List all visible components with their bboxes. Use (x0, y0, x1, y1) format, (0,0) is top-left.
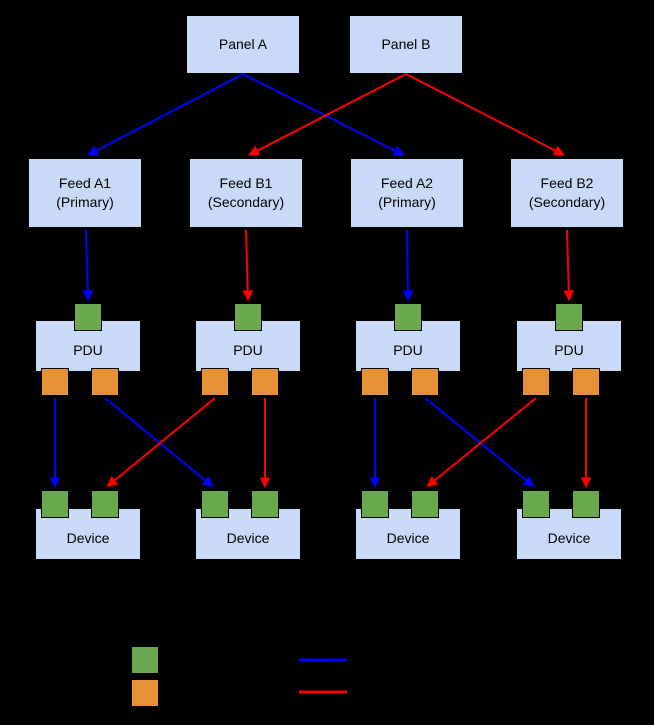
pdu-4-input-port (555, 303, 583, 331)
edge-panel-b-to-feed-b2 (405, 73, 565, 156)
pdu-3-label: PDU (393, 341, 423, 358)
pdu-2-label: PDU (233, 341, 263, 358)
device-3-label: Device (386, 529, 430, 546)
pdu-1-label: PDU (73, 341, 103, 358)
pdu-3-output-port-left (361, 368, 389, 396)
edge-panel-a-to-feed-a1 (87, 73, 244, 156)
edge-pdu-2-to-device-1 (106, 397, 216, 488)
feed-b1-name: Feed B1 (219, 175, 273, 192)
pdu-1-output-port-left (41, 368, 69, 396)
feed-a1-role: (Primary) (56, 194, 114, 210)
feed-a1-name: Feed A1 (58, 175, 112, 192)
node-panel-b: Panel B (349, 15, 463, 74)
edge-feed-a1-to-pdu-1 (82, 229, 94, 302)
edge-pdu-1-to-device-2 (104, 397, 214, 488)
device-1-input-port-left (41, 490, 69, 518)
node-device-3: Device (355, 508, 461, 560)
edge-feed-a2-to-pdu-3 (402, 229, 414, 302)
legend-input-port-icon (131, 646, 159, 674)
device-3-input-port-right (411, 490, 439, 518)
pdu-4-output-port-left (522, 368, 550, 396)
feed-b2-name: Feed B2 (540, 175, 594, 192)
feed-a2-name: Feed A2 (380, 175, 434, 192)
node-feed-a1: Feed A1 (Primary) (28, 158, 142, 228)
feed-a2-role: (Primary) (378, 194, 436, 210)
device-4-input-port-left (522, 490, 550, 518)
node-panel-a: Panel A (186, 15, 300, 74)
device-4-input-port-right (572, 490, 600, 518)
pdu-4-label: PDU (554, 341, 584, 358)
node-feed-a2: Feed A2 (Primary) (350, 158, 464, 228)
panel-a-label: Panel A (218, 36, 268, 53)
device-1-label: Device (66, 529, 110, 546)
edge-panel-b-to-feed-b1 (248, 73, 407, 156)
pdu-3-input-port (394, 303, 422, 331)
node-pdu-4: PDU (516, 320, 622, 372)
node-feed-b1: Feed B1 (Secondary) (189, 158, 303, 228)
device-1-input-port-right (91, 490, 119, 518)
pdu-4-output-port-right (572, 368, 600, 396)
device-2-input-port-right (251, 490, 279, 518)
device-3-input-port-left (361, 490, 389, 518)
node-feed-b2: Feed B2 (Secondary) (510, 158, 624, 228)
pdu-3-output-port-right (411, 368, 439, 396)
device-2-input-port-left (201, 490, 229, 518)
pdu-2-input-port (234, 303, 262, 331)
legend-output-port-icon (131, 679, 159, 707)
pdu-1-output-port-right (91, 368, 119, 396)
edge-feed-b1-to-pdu-2 (242, 229, 254, 302)
edge-pdu-3-to-device-4 (424, 397, 535, 488)
pdu-2-output-port-left (201, 368, 229, 396)
pdu-1-input-port (74, 303, 102, 331)
panel-b-label: Panel B (381, 36, 431, 53)
node-pdu-2: PDU (195, 320, 301, 372)
edge-pdu-4-to-device-3 (426, 397, 537, 488)
edge-panel-a-to-feed-a2 (242, 73, 405, 156)
device-4-label: Device (547, 529, 591, 546)
edge-feed-b2-to-pdu-4 (563, 229, 575, 302)
device-2-label: Device (226, 529, 270, 546)
pdu-2-output-port-right (251, 368, 279, 396)
feed-b1-role: (Secondary) (207, 194, 285, 210)
feed-b2-role: (Secondary) (528, 194, 606, 210)
